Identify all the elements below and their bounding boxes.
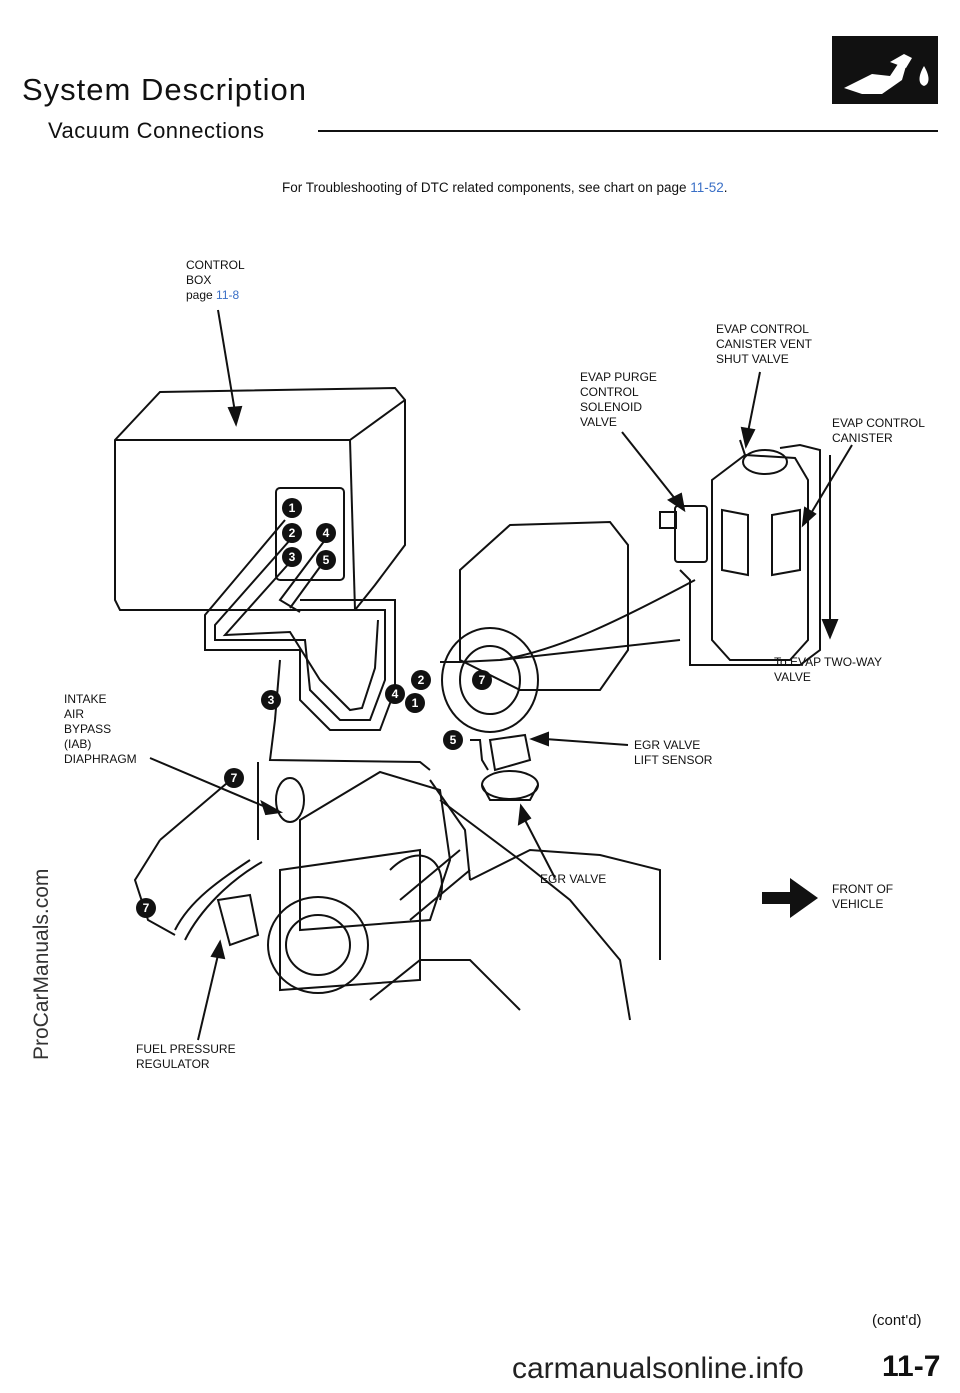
port-number-3: 3 bbox=[289, 550, 296, 564]
port-number-1: 1 bbox=[289, 501, 296, 515]
label-evap-vent-valve: EVAP CONTROL CANISTER VENT SHUT VALVE bbox=[716, 322, 813, 366]
label-front-of-vehicle: FRONT OF VEHICLE bbox=[832, 882, 894, 911]
page-title: System Description bbox=[22, 72, 308, 107]
port-number-5: 5 bbox=[323, 553, 330, 567]
label-two-way-valve: To EVAP TWO-WAY VALVE bbox=[774, 655, 883, 684]
side-watermark: ProCarManuals.com bbox=[30, 868, 53, 1060]
label-egr-lift-sensor: EGR VALVE LIFT SENSOR bbox=[634, 738, 713, 767]
label-evap-canister: EVAP CONTROL CANISTER bbox=[832, 416, 925, 445]
port-number-5b: 5 bbox=[450, 733, 457, 747]
label-iab-diaphragm: INTAKE AIR BYPASS (IAB) DIAPHRAGM bbox=[64, 692, 137, 766]
port-number-7b: 7 bbox=[231, 771, 238, 785]
continued-note: (cont'd) bbox=[872, 1312, 922, 1329]
port-number-2: 2 bbox=[289, 526, 296, 540]
port-number-4b: 4 bbox=[392, 687, 399, 701]
page-link-11-52[interactable]: 11-52 bbox=[690, 180, 724, 195]
fuel-nozzle-icon bbox=[832, 36, 938, 104]
port-number-3b: 3 bbox=[268, 693, 275, 707]
label-egr-valve: EGR VALVE bbox=[540, 872, 607, 886]
port-number-7c: 7 bbox=[143, 901, 150, 915]
header-rule bbox=[318, 130, 938, 132]
bottom-watermark: carmanualsonline.info bbox=[512, 1352, 804, 1385]
label-control-box: CONTROL BOX page 11-8 bbox=[186, 258, 245, 302]
port-number-1b: 1 bbox=[412, 696, 419, 710]
label-fuel-pressure-regulator: FUEL PRESSURE REGULATOR bbox=[136, 1042, 236, 1071]
port-number-4: 4 bbox=[323, 526, 330, 540]
page-number: 11-7 bbox=[882, 1350, 941, 1383]
label-evap-purge-valve: EVAP PURGE CONTROL SOLENOID VALVE bbox=[580, 370, 657, 429]
port-number-7a: 7 bbox=[479, 673, 486, 687]
section-subtitle: Vacuum Connections bbox=[48, 118, 265, 143]
vacuum-diagram: 1 2 3 4 5 1 2 3 4 5 7 7 7 bbox=[114, 309, 853, 1041]
arrow-right-icon bbox=[762, 878, 818, 918]
troubleshooting-note: For Troubleshooting of DTC related compo… bbox=[282, 180, 728, 195]
page-link-11-8[interactable]: 11-8 bbox=[216, 288, 240, 302]
port-number-2b: 2 bbox=[418, 673, 425, 687]
